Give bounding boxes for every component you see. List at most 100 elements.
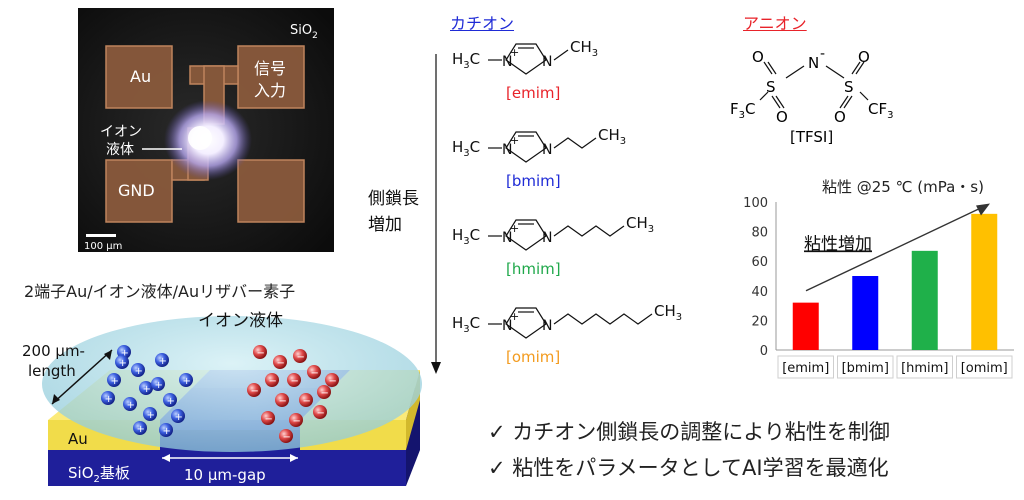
- category-label: [bmim]: [842, 361, 889, 376]
- chain-label-1: 側鎖長: [368, 189, 419, 209]
- bond-n-s2: [825, 65, 845, 79]
- category-label: [hmim]: [901, 361, 948, 376]
- length-label-2: length: [28, 362, 76, 380]
- cation-sign: +: [105, 394, 113, 405]
- anion-ion: [275, 393, 289, 407]
- atom-o1: O: [752, 48, 764, 66]
- bond-s1-o-top-double: [767, 61, 777, 75]
- atom-n3: N: [542, 318, 552, 334]
- cation-name: [omim]: [506, 348, 560, 366]
- y-tick-label: 40: [751, 285, 768, 300]
- imidazolium-ring: [505, 307, 547, 339]
- gap-arrow-head-left: [162, 454, 170, 462]
- cation-cluster: +++++++++++++++: [101, 345, 193, 437]
- cation-ion: [139, 381, 153, 395]
- il-label-1: イオン: [100, 124, 142, 140]
- au-pad: [105, 45, 173, 109]
- cation-sign: +: [159, 356, 167, 367]
- anion-ion: [253, 345, 267, 359]
- cation-sign: +: [155, 380, 163, 391]
- pad-label-signal-1: 信号: [254, 59, 286, 78]
- y-tick-label: 20: [751, 314, 768, 329]
- bar-0: [792, 302, 819, 350]
- substrate-label: SiO2基板: [68, 464, 130, 485]
- atom-n1: N: [502, 230, 512, 246]
- device-schematic: イオン液体 +++++++++++++++ −−−−−−−−−−−−−−− 20…: [22, 311, 422, 486]
- length-arrow-head-bottom: [52, 394, 60, 404]
- bullet-text-2: 粘性をパラメータとしてAI学習を最適化: [512, 456, 889, 480]
- group-cf3-left: F3C: [730, 100, 756, 121]
- anion-ion: [307, 365, 321, 379]
- bond-s1-c: [759, 91, 769, 101]
- bond-s2-o-bottom: [839, 95, 849, 109]
- chain-terminal: CH3: [598, 126, 626, 147]
- cation-sign: +: [121, 348, 129, 359]
- methyl-group: H3C: [452, 314, 480, 335]
- ring-charge: +: [510, 134, 519, 147]
- atom-n3: N: [542, 142, 552, 158]
- anion-sign: −: [283, 432, 291, 443]
- methyl-group: H3C: [452, 138, 480, 159]
- anion-sign: −: [265, 414, 273, 425]
- gap-arrow-head-right: [290, 454, 298, 462]
- anion-sign: −: [277, 358, 285, 369]
- anion-sign: −: [293, 416, 301, 427]
- length-arrow-head-top: [104, 350, 112, 360]
- atom-n1: N: [502, 318, 512, 334]
- cation-sign: +: [175, 412, 183, 423]
- trend-arrow: [805, 207, 982, 292]
- y-tick-label: 60: [751, 255, 768, 270]
- y-tick-label: 0: [760, 344, 768, 359]
- bullet-list: ✓ カチオン側鎖長の調整により粘性を制御 ✓ 粘性をパラメータとしてAI学習を最…: [488, 414, 890, 486]
- cation-sign: +: [111, 376, 119, 387]
- bullet-item-2: ✓ 粘性をパラメータとしてAI学習を最適化: [488, 450, 890, 486]
- chart-bars: [792, 213, 998, 350]
- methyl-group: H3C: [452, 50, 480, 71]
- anion-ion: [325, 373, 339, 387]
- chain-terminal: CH3: [626, 214, 654, 235]
- chain-label-2: 増加: [368, 215, 402, 235]
- methyl-group: H3C: [452, 226, 480, 247]
- atom-n3: N: [542, 54, 552, 70]
- anion-sign: −: [311, 368, 319, 379]
- anion-sign: −: [303, 396, 311, 407]
- cation-ion: [133, 421, 147, 435]
- category-box: [837, 355, 894, 379]
- bar-1: [852, 276, 879, 350]
- cation-ion: [151, 377, 165, 391]
- il-label-2: 液体: [106, 142, 134, 158]
- anion-cluster: −−−−−−−−−−−−−−−: [247, 345, 339, 443]
- ring-charge: +: [510, 222, 519, 235]
- alkyl-chain: [553, 225, 625, 237]
- cation-name: [hmim]: [506, 260, 561, 278]
- anion-sign: −: [321, 388, 329, 399]
- anion-ion: [261, 411, 275, 425]
- alkyl-chain: [553, 313, 653, 325]
- anion-ion: [287, 373, 301, 387]
- bond-s1-o-bottom-double: [775, 95, 785, 109]
- category-box: [896, 355, 953, 379]
- alkyl-chain: [553, 137, 597, 149]
- anion-ion: [317, 385, 331, 399]
- check-icon: ✓: [488, 456, 506, 480]
- anion-sign: −: [251, 386, 259, 397]
- cation-sign: +: [127, 400, 135, 411]
- atom-s1: S: [766, 78, 776, 96]
- bond-s2-o-top-double: [855, 61, 865, 75]
- gnd-pad: [105, 159, 173, 223]
- cation-sign: +: [135, 366, 143, 377]
- cation-name: [emim]: [506, 84, 560, 102]
- bond-s1-o-bottom: [771, 95, 781, 109]
- scale-bar: [86, 234, 116, 237]
- bullet-item-1: ✓ カチオン側鎖長の調整により粘性を制御: [488, 414, 890, 450]
- anion-ion: [279, 429, 293, 443]
- atom-o4: O: [834, 108, 846, 126]
- category-box: [777, 355, 834, 379]
- scale-bar-label: 100 μm: [84, 241, 122, 252]
- anion-name: [TFSI]: [790, 128, 833, 146]
